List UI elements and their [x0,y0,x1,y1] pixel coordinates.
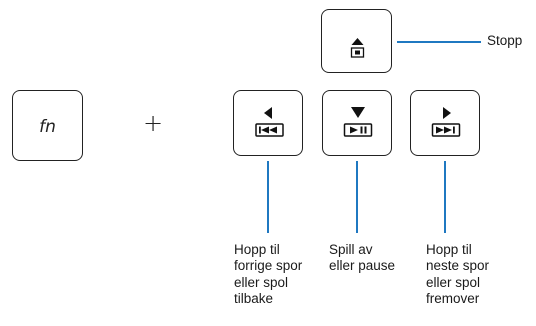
previous-label: Hopp til forrige spor eller spol tilbake [234,242,302,307]
next-label-line: fremover [426,290,480,306]
previous-label-line: tilbake [234,290,274,306]
stop-connector-line [397,41,481,43]
play-pause-label: Spill av eller pause [329,242,395,275]
play-pause-label-line: eller pause [329,258,396,274]
play-pause-icon [343,107,373,137]
next-label-line: eller spol [426,274,481,290]
previous-track-icon [255,107,284,137]
next-label-line: Hopp til [426,242,472,257]
previous-label-line: forrige spor [234,258,303,274]
play-pause-key [322,90,392,156]
next-track-icon [431,107,461,137]
previous-label-line: Hopp til [234,242,280,257]
previous-connector-line [267,161,269,233]
eject-stop-icon [350,38,365,58]
fn-key-label: fn [39,117,56,137]
next-track-key [410,90,480,156]
fn-key: fn [12,90,83,161]
next-label-line: neste spor [426,258,490,274]
next-label: Hopp til neste spor eller spol fremover [426,242,489,307]
plus-sign: + [143,109,164,137]
stop-key [321,9,392,73]
next-connector-line [444,161,446,233]
stop-label: Stopp [487,33,523,48]
play-pause-label-line: Spill av [329,242,373,257]
previous-track-key [233,90,303,156]
play-pause-connector-line [356,161,358,233]
previous-label-line: eller spol [234,274,289,290]
